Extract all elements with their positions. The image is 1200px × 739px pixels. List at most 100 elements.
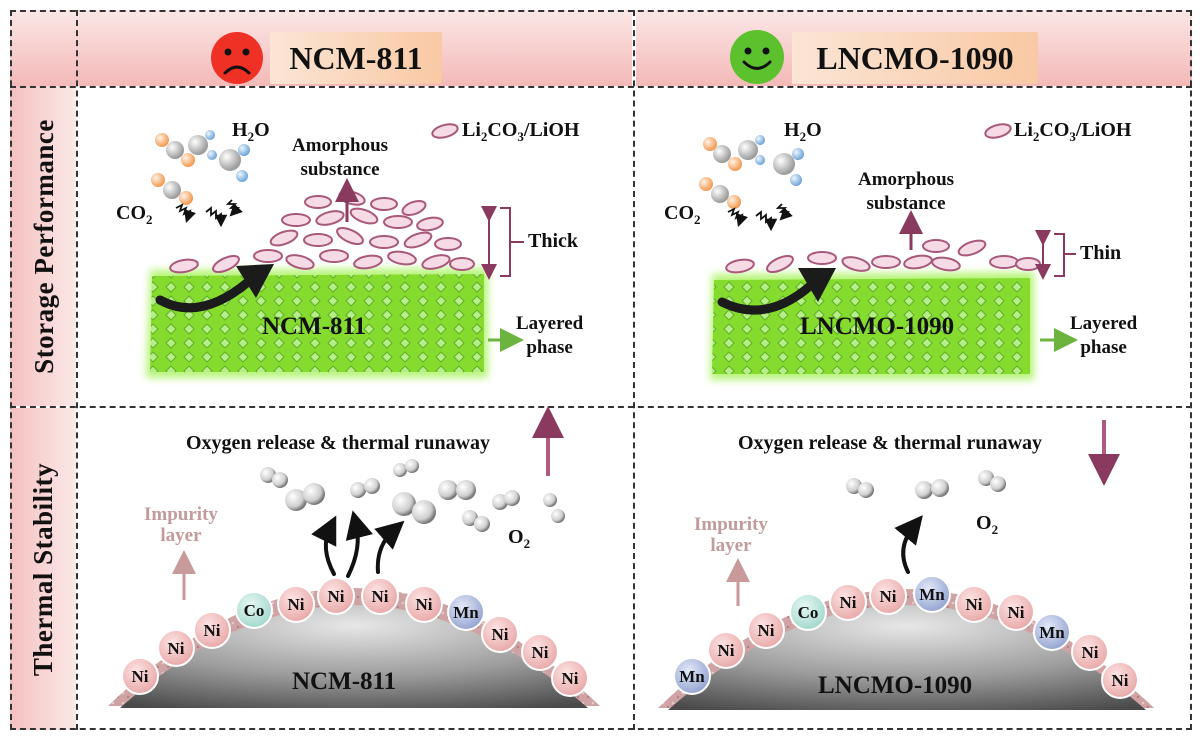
atom-ni: Ni xyxy=(551,659,589,697)
atom-label: Ni xyxy=(966,595,983,614)
diffusion-arrow-right xyxy=(717,281,815,315)
label-li-salt-right: Li2CO3/LiOH xyxy=(1014,119,1132,144)
title-ncm811: NCM-811 xyxy=(270,32,442,84)
grid-border-center xyxy=(633,10,635,730)
atom-circle xyxy=(551,659,589,697)
diffusion-arrow-left xyxy=(155,277,253,313)
release-arrow-right xyxy=(894,515,923,574)
atom-label: Ni xyxy=(492,625,509,644)
atom-ni: Ni xyxy=(193,611,231,649)
atom-ni: Ni xyxy=(747,611,785,649)
atom-ni: Ni xyxy=(277,585,315,623)
happy-face-icon xyxy=(730,30,784,84)
label-co2-right: CO2 xyxy=(664,202,701,227)
salt-legend-icon-left xyxy=(431,123,459,139)
atom-circle xyxy=(361,577,399,615)
atom-ni: Ni xyxy=(521,633,559,671)
atom-label: Ni xyxy=(372,587,389,606)
atom-ni: Ni xyxy=(955,585,993,623)
label-o2-left: O2 xyxy=(508,526,531,551)
atom-label: Ni xyxy=(168,639,185,658)
atom-circle xyxy=(789,593,827,631)
grid-border-right xyxy=(1190,10,1192,730)
atom-label: Ni xyxy=(328,587,345,606)
title-lncmo1090: LNCMO-1090 xyxy=(792,32,1038,84)
atom-ni: Ni xyxy=(1071,633,1109,671)
label-oxygen-release-right: Oxygen release & thermal runaway xyxy=(738,432,1043,454)
wavy-arrows-left xyxy=(175,199,243,228)
atom-ni: Ni xyxy=(121,657,159,695)
atom-label: Mn xyxy=(1039,623,1065,642)
atom-circle xyxy=(277,585,315,623)
atom-label: Ni xyxy=(880,587,897,606)
atom-mn: Mn xyxy=(673,657,711,695)
atom-circle xyxy=(481,615,519,653)
atom-circle xyxy=(121,657,159,695)
atom-circle xyxy=(193,611,231,649)
atom-label: Ni xyxy=(288,595,305,614)
atom-label: Ni xyxy=(1082,643,1099,662)
atom-circle xyxy=(707,631,745,669)
atom-ni: Ni xyxy=(405,585,443,623)
row-label-band-thermal xyxy=(10,408,76,730)
atom-ni: Ni xyxy=(997,593,1035,631)
atom-ni: Ni xyxy=(361,577,399,615)
atom-label: Ni xyxy=(718,641,735,660)
atom-label: Ni xyxy=(204,621,221,640)
atom-circle xyxy=(521,633,559,671)
atom-circle xyxy=(869,577,907,615)
thickness-bracket-left xyxy=(481,206,524,280)
atom-ni: Ni xyxy=(157,629,195,667)
atom-label: Ni xyxy=(132,667,149,686)
atom-circle xyxy=(235,591,273,629)
atom-mn: Mn xyxy=(447,593,485,631)
particle-left xyxy=(108,588,600,708)
grid-border-label-column xyxy=(76,10,78,730)
wavy-arrows-right xyxy=(727,203,793,232)
atom-label: Ni xyxy=(1112,671,1129,690)
atom-mn: Mn xyxy=(913,575,951,613)
atom-ni: Ni xyxy=(829,583,867,621)
release-arrows-left xyxy=(311,510,405,578)
lithium-salt-layer-right xyxy=(725,239,1041,274)
atom-circle xyxy=(913,575,951,613)
atom-circle xyxy=(157,629,195,667)
atom-label: Mn xyxy=(919,585,945,604)
atom-label: Mn xyxy=(453,603,479,622)
grid-border-middle xyxy=(10,406,1192,408)
label-co2-left: CO2 xyxy=(116,202,153,227)
salt-legend-icon-right xyxy=(984,123,1012,139)
atom-label: Ni xyxy=(840,593,857,612)
label-h2o-left: H2O xyxy=(232,119,270,144)
atom-circle xyxy=(1101,661,1139,699)
atom-label: Co xyxy=(798,603,819,622)
atom-circle xyxy=(317,577,355,615)
atom-circle xyxy=(447,593,485,631)
label-h2o-right: H2O xyxy=(784,119,822,144)
atom-mn: Mn xyxy=(1033,613,1071,651)
atom-ni: Ni xyxy=(481,615,519,653)
diffusion-arrowhead-left xyxy=(236,264,274,298)
row-label-band-storage xyxy=(10,86,76,406)
atom-ni: Ni xyxy=(1101,661,1139,699)
atom-label: Mn xyxy=(679,667,705,686)
label-thickness-right: Thin xyxy=(1080,242,1122,264)
gas-molecules-right xyxy=(699,135,804,209)
atom-circle xyxy=(1033,613,1071,651)
lithium-salt-layer-left xyxy=(169,190,475,274)
atom-ni: Ni xyxy=(869,577,907,615)
gas-molecules-left xyxy=(151,130,250,205)
grid-border-header xyxy=(10,86,1192,88)
atom-label: Co xyxy=(244,601,265,620)
atom-circle xyxy=(405,585,443,623)
atom-label: Ni xyxy=(1008,603,1025,622)
label-particle-left: NCM-811 xyxy=(292,668,397,695)
